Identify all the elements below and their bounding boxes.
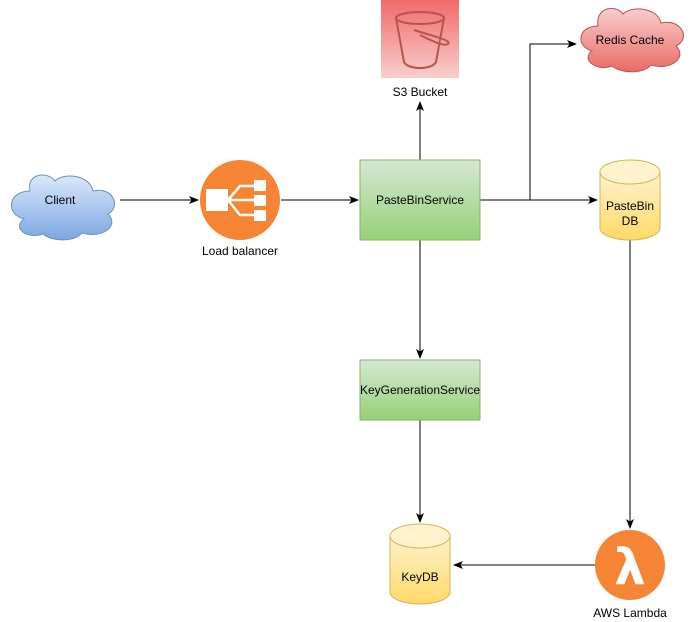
redis-cache-label: Redis Cache — [596, 33, 665, 47]
pastebin-service-node[interactable]: PasteBinService — [359, 159, 481, 241]
key-generation-service-node[interactable]: KeyGenerationService — [359, 359, 481, 421]
pastebin-db-label-line1: PasteBin — [606, 199, 654, 213]
pastebin-service-label: PasteBinService — [376, 193, 464, 207]
key-db-node[interactable]: KeyDB — [389, 523, 451, 605]
load-balancer-node[interactable]: Load balancer — [200, 160, 280, 258]
database-icon — [389, 523, 451, 605]
key-generation-service-label: KeyGenerationService — [360, 383, 480, 397]
redis-cache-node[interactable]: Redis Cache — [580, 7, 684, 73]
client-label: Client — [45, 193, 76, 207]
edge-pastebin-service-to-redis-cache[interactable] — [480, 40, 577, 201]
lambda-icon: λ — [614, 538, 646, 596]
aws-lambda-node[interactable]: λ AWS Lambda — [593, 530, 667, 620]
aws-lambda-label: AWS Lambda — [593, 606, 667, 620]
pastebin-db-label-line2: DB — [622, 214, 639, 228]
key-db-label: KeyDB — [401, 570, 438, 584]
cloud-icon — [580, 7, 684, 73]
load-balancer-label: Load balancer — [202, 244, 278, 258]
cloud-icon — [10, 174, 115, 241]
load-balancer-icon — [206, 180, 266, 221]
database-icon — [599, 159, 661, 241]
bucket-icon — [395, 11, 450, 69]
s3-bucket-label: S3 Bucket — [393, 85, 448, 99]
connectors — [120, 40, 634, 569]
client-node[interactable]: Client — [10, 174, 115, 241]
s3-bucket-node[interactable]: S3 Bucket — [381, 0, 459, 99]
pastebin-db-node[interactable]: PasteBin DB — [599, 159, 661, 241]
